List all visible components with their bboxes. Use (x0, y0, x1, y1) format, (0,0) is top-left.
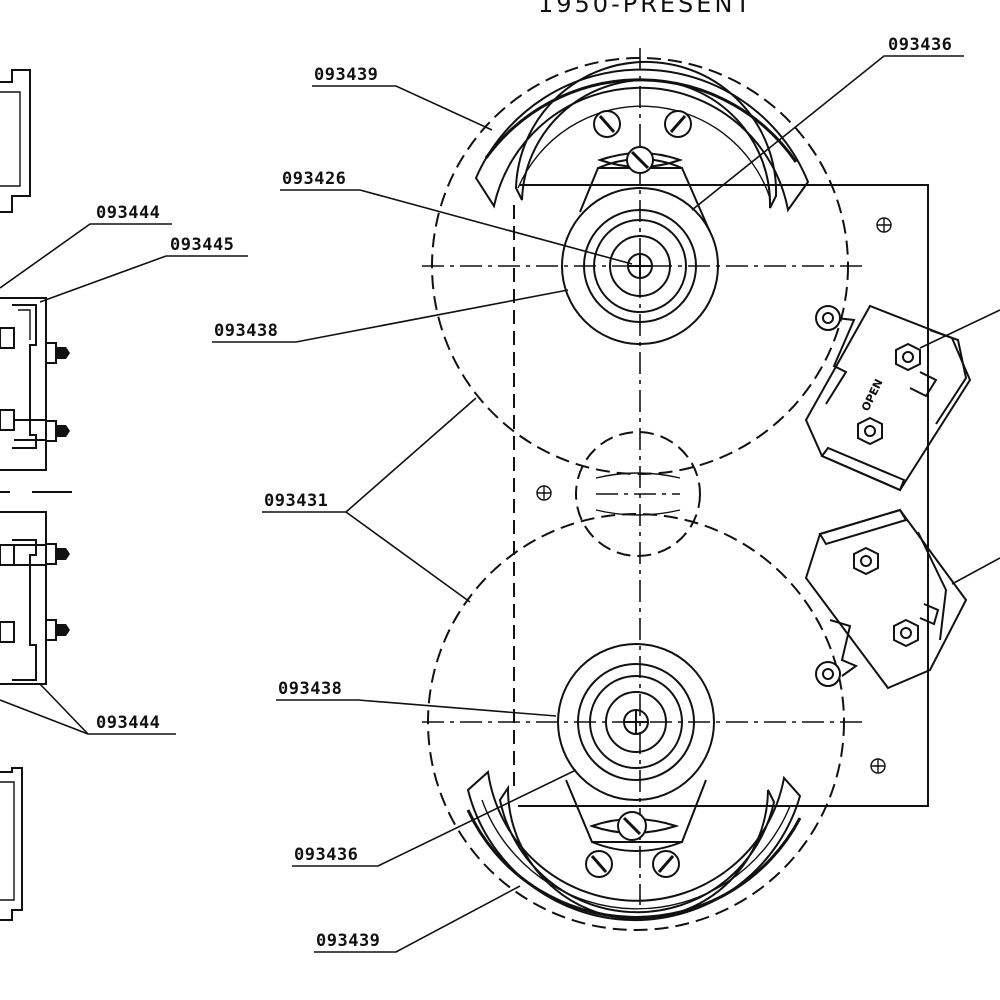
callout-093439-bottom: 093439 (314, 885, 521, 953)
upper-switch-stud-1 (895, 342, 921, 372)
callout-093439-top: 093439 (312, 65, 493, 131)
lower-limit-switch (804, 508, 968, 690)
plate-hole-2 (536, 485, 552, 501)
upper-switch-stud-2 (857, 416, 883, 446)
lower-hub (557, 643, 715, 801)
svg-text:093431: 093431 (264, 491, 328, 511)
upper-slotted-segment (474, 60, 810, 213)
callout-093436-top: 093436 (691, 35, 964, 211)
hex-nut-lower-2 (45, 619, 70, 641)
svg-text:093445: 093445 (170, 235, 234, 255)
callout-093426: 093426 (280, 169, 633, 265)
upper-limit-switch: OPEN (804, 304, 972, 492)
upper-screw-left (593, 110, 621, 138)
callout-093431: 093431 (262, 397, 477, 603)
svg-text:093436: 093436 (294, 845, 358, 865)
side-view-assembly (0, 69, 72, 921)
svg-text:093426: 093426 (282, 169, 346, 189)
upper-screw-right (664, 110, 692, 138)
callout-093438-bottom: 093438 (276, 679, 557, 717)
header-date-range: 1950-PRESENT (538, 0, 753, 18)
lower-screw-right (652, 850, 680, 878)
lower-arm (565, 779, 707, 843)
svg-text:093444: 093444 (96, 713, 160, 733)
svg-text:093439: 093439 (316, 931, 380, 951)
svg-text:093444: 093444 (96, 203, 160, 223)
center-idler-circle (575, 431, 701, 557)
callout-093436-bottom: 093436 (292, 769, 577, 867)
callout-093444-top: 093444 (0, 203, 172, 289)
svg-text:093436: 093436 (888, 35, 952, 55)
hex-nut-upper-1 (45, 342, 70, 364)
callout-093444-bottom: 093444 (0, 683, 176, 735)
lower-switch-stud-2 (893, 618, 919, 648)
svg-text:093438: 093438 (214, 321, 278, 341)
lower-slotted-segment (466, 770, 802, 922)
callout-093445: 093445 (39, 235, 248, 303)
plate-hole-1 (876, 217, 892, 233)
plate-hole-3 (870, 758, 886, 774)
hex-nut-lower-1 (45, 543, 70, 565)
open-stamp: OPEN (859, 377, 886, 413)
lower-screw-left (585, 850, 613, 878)
svg-text:093439: 093439 (314, 65, 378, 85)
lower-wingnut (588, 811, 680, 841)
upper-hub (561, 187, 719, 345)
front-view-assembly: OPEN (422, 48, 1000, 931)
hex-nut-upper-2 (45, 420, 70, 442)
lower-switch-stud-1 (853, 546, 879, 576)
upper-wingnut (596, 146, 684, 174)
svg-text:093438: 093438 (278, 679, 342, 699)
callout-093438-top: 093438 (212, 289, 569, 343)
